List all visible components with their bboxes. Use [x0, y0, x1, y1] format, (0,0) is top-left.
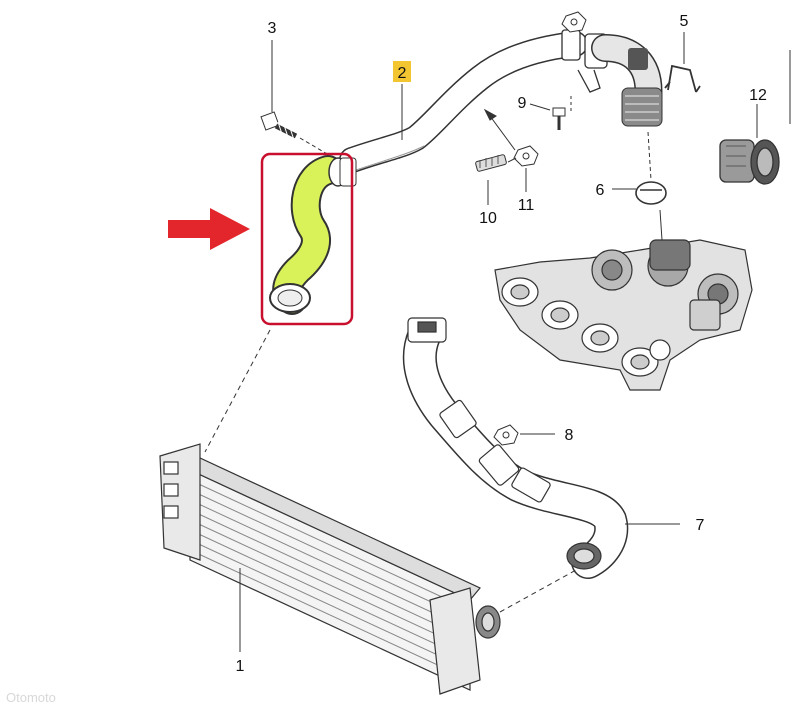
- callout-10: 10: [479, 210, 497, 227]
- nut-11: [513, 145, 539, 167]
- watermark: Otomoto: [6, 690, 56, 705]
- spring-clip: [664, 64, 701, 93]
- callout-2: 2: [398, 65, 407, 82]
- callout-9: 9: [518, 95, 527, 112]
- upper-charge-pipe: [339, 31, 588, 173]
- callout-7: 7: [696, 517, 705, 534]
- nut-8: [493, 424, 519, 446]
- callout-8: 8: [565, 427, 574, 444]
- callout-5: 5: [680, 13, 689, 30]
- callout-6: 6: [596, 182, 605, 199]
- callout-12: 12: [749, 87, 767, 104]
- pressure-sensor: [719, 139, 780, 185]
- bolt-9: [552, 107, 566, 130]
- direction-arrow: [483, 108, 516, 151]
- callout-3: 3: [268, 20, 277, 37]
- callout-1: 1: [236, 658, 245, 675]
- turbocharger-manifold: [494, 239, 753, 391]
- assembly-guides: [204, 329, 577, 613]
- pointer-arrow: [168, 208, 250, 250]
- intercooler: [159, 443, 501, 695]
- callout-11: 11: [518, 197, 535, 214]
- callout-2-highlight: [393, 61, 411, 82]
- highlighted-hose: [269, 155, 357, 315]
- stud-10: [475, 154, 507, 172]
- highlight-box: [260, 152, 354, 326]
- clamp-ring: [635, 181, 667, 205]
- top-nut: [561, 11, 587, 33]
- lower-pipe-clamps: [407, 317, 602, 570]
- lower-charge-pipe: [402, 319, 629, 579]
- bolt-3: [260, 40, 298, 141]
- turbo-inlet-elbow: [591, 34, 663, 127]
